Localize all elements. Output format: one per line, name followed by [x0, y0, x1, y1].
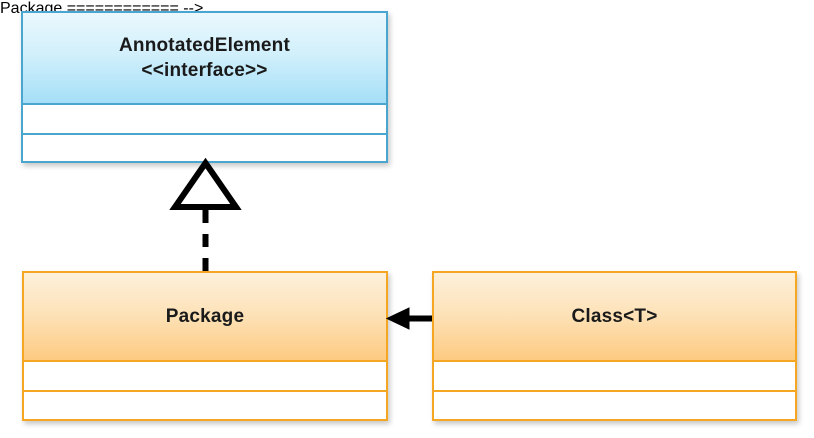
uml-node-stereotype-annotated-element: <<interface>>: [141, 60, 268, 81]
uml-class-node-annotated-element[interactable]: AnnotatedElement <<interface>>: [21, 11, 388, 163]
filled-arrowhead: [385, 307, 410, 330]
uml-attributes-compartment-annotated-element: [23, 105, 386, 135]
uml-operations-compartment-package: [24, 392, 386, 419]
uml-node-header-annotated-element: AnnotatedElement <<interface>>: [23, 13, 386, 105]
uml-node-name-package: Package: [165, 306, 245, 327]
uml-attributes-compartment-class-t: [434, 362, 795, 392]
uml-node-header-package: Package: [24, 273, 386, 362]
hollow-triangle-arrowhead: [169, 157, 242, 210]
uml-node-header-class-t: Class<T>: [434, 273, 795, 362]
uml-operations-compartment-class-t: [434, 392, 795, 419]
uml-attributes-compartment-package: [24, 362, 386, 392]
uml-class-node-package[interactable]: Package: [22, 271, 388, 421]
uml-operations-compartment-annotated-element: [23, 135, 386, 161]
uml-node-name-class-t: Class<T>: [571, 306, 658, 327]
uml-class-node-class-t[interactable]: Class<T>: [432, 271, 797, 421]
uml-node-name-annotated-element: AnnotatedElement: [118, 35, 291, 56]
